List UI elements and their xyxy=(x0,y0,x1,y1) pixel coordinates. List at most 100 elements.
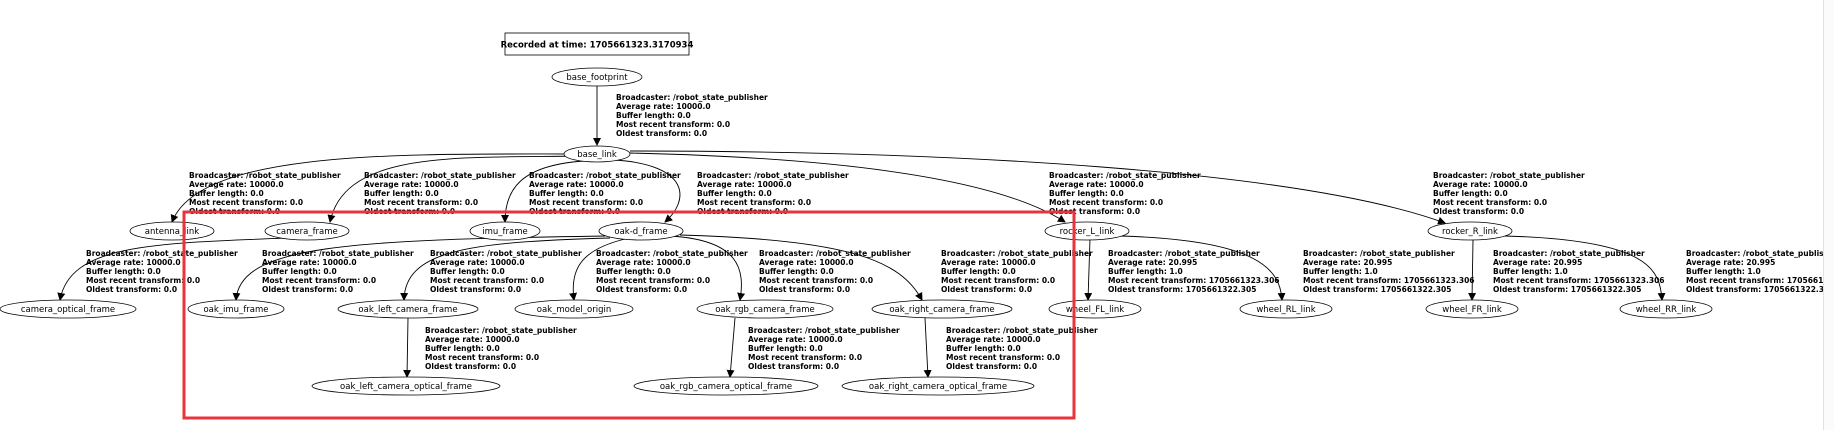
tf-frame-node[interactable]: rocker_R_link xyxy=(1427,221,1513,241)
tf-frame-node[interactable]: oak_model_origin xyxy=(514,299,634,319)
node-ellipse[interactable] xyxy=(1427,221,1513,241)
tf-frame-node[interactable]: imu_frame xyxy=(469,221,541,241)
node-ellipse[interactable] xyxy=(1619,299,1713,319)
edge-info-line: Oldest transform: 0.0 xyxy=(941,285,1032,294)
tf-frame-node[interactable]: rocker_L_link xyxy=(1044,221,1130,241)
tf-frame-node[interactable]: wheel_FL_link xyxy=(1048,299,1142,319)
tf-frame-node[interactable]: oak-d_frame xyxy=(598,221,684,241)
edge-arrow xyxy=(400,237,611,301)
node-ellipse[interactable] xyxy=(696,299,834,319)
edge-info-line: Broadcaster: /robot_state_publisher xyxy=(697,171,849,180)
edge-info-line: Broadcaster: /robot_state_publisher xyxy=(1049,171,1201,180)
node-ellipse[interactable] xyxy=(841,376,1035,396)
edge-info-line: Most recent transform: 0.0 xyxy=(1049,198,1163,207)
tf-frame-node[interactable]: wheel_RR_link xyxy=(1619,299,1713,319)
tf-frame-node[interactable]: base_footprint xyxy=(551,67,643,87)
tf-frame-node[interactable]: oak_imu_frame xyxy=(187,299,285,319)
node-label: wheel_RR_link xyxy=(1636,305,1697,315)
highlight-box xyxy=(182,210,1076,420)
node-label: rocker_L_link xyxy=(1060,227,1115,237)
edge-info-line: Oldest transform: 0.0 xyxy=(1049,207,1140,216)
node-ellipse[interactable] xyxy=(871,299,1013,319)
recording-timestamp: Recorded at time: 1705661323.3170934 xyxy=(501,41,694,51)
node-ellipse[interactable] xyxy=(633,376,819,396)
edge-info-line: Oldest transform: 0.0 xyxy=(262,285,353,294)
edge-info-line: Buffer length: 1.0 xyxy=(1493,267,1568,276)
node-ellipse[interactable] xyxy=(1425,299,1519,319)
edge-info-line: Most recent transform: 0.0 xyxy=(529,198,643,207)
node-ellipse[interactable] xyxy=(1044,221,1130,241)
tf-frame-node[interactable]: oak_rgb_camera_optical_frame xyxy=(633,376,819,396)
edge-arrow xyxy=(1119,235,1286,301)
node-label: antenna_link xyxy=(145,227,200,237)
edge-info-line: Buffer length: 0.0 xyxy=(616,111,691,120)
edge-info-line: Broadcaster: /robot_state_publisher xyxy=(748,326,900,335)
node-ellipse[interactable] xyxy=(264,221,350,241)
node-ellipse[interactable] xyxy=(187,299,285,319)
edge-info-line: Broadcaster: /robot_state_publisher xyxy=(1108,249,1260,258)
node-label: base_footprint xyxy=(566,73,628,83)
edge-arrow xyxy=(1084,238,1093,301)
node-ellipse[interactable] xyxy=(563,145,631,163)
edge-info-line: Oldest transform: 1705661322.305 xyxy=(1686,285,1834,294)
edge-info-line: Oldest transform: 0.0 xyxy=(616,129,707,138)
tf-frame-node[interactable]: wheel_RL_link xyxy=(1239,299,1333,319)
tf-frame-node[interactable]: oak_rgb_camera_frame xyxy=(696,299,834,319)
edge-info-line: Buffer length: 0.0 xyxy=(189,189,264,198)
tf-frame-node[interactable]: antenna_link xyxy=(129,221,215,241)
edge-info-line: Buffer length: 0.0 xyxy=(941,267,1016,276)
node-ellipse[interactable] xyxy=(129,221,215,241)
edge-info-line: Buffer length: 0.0 xyxy=(596,267,671,276)
node-ellipse[interactable] xyxy=(1048,299,1142,319)
tf-frame-node[interactable]: oak_right_camera_optical_frame xyxy=(841,376,1035,396)
node-ellipse[interactable] xyxy=(551,67,643,87)
edge-info-line: Buffer length: 0.0 xyxy=(1433,189,1508,198)
edge-info-line: Most recent transform: 0.0 xyxy=(1433,198,1547,207)
tf-frame-node[interactable]: wheel_FR_link xyxy=(1425,299,1519,319)
node-ellipse[interactable] xyxy=(514,299,634,319)
tf-frame-node[interactable]: camera_optical_frame xyxy=(0,299,137,319)
edge-info-line: Most recent transform: 0.0 xyxy=(86,276,200,285)
node-ellipse[interactable] xyxy=(0,299,137,319)
edge-info-line: Average rate: 10000.0 xyxy=(1049,180,1144,189)
node-ellipse[interactable] xyxy=(311,376,501,396)
tf-frame-node[interactable]: oak_left_camera_frame xyxy=(337,299,479,319)
node-label: imu_frame xyxy=(482,227,527,237)
edge-arrow xyxy=(669,235,746,301)
tf-frame-node[interactable]: oak_left_camera_optical_frame xyxy=(311,376,501,396)
node-ellipse[interactable] xyxy=(469,221,541,241)
edge-info-line: Buffer length: 0.0 xyxy=(425,344,500,353)
edge-info-line: Average rate: 20.995 xyxy=(1493,258,1582,267)
edge-info-line: Broadcaster: /robot_state_publisher xyxy=(1493,249,1645,258)
tf-frame-node[interactable]: camera_frame xyxy=(264,221,350,241)
node-label: oak_model_origin xyxy=(537,305,612,315)
edge-arrow xyxy=(1468,239,1477,301)
vertical-scrollbar[interactable] xyxy=(1823,0,1834,430)
edge-info-line: Most recent transform: 0.0 xyxy=(596,276,710,285)
edge-arrow xyxy=(614,159,681,223)
node-ellipse[interactable] xyxy=(337,299,479,319)
edge-info-line: Average rate: 10000.0 xyxy=(941,258,1036,267)
tf-frame-node[interactable]: base_link xyxy=(563,145,631,163)
edge-info-line: Oldest transform: 0.0 xyxy=(596,285,687,294)
tf-frame-node[interactable]: oak_right_camera_frame xyxy=(871,299,1013,319)
node-label: wheel_FL_link xyxy=(1066,305,1124,315)
node-ellipse[interactable] xyxy=(598,221,684,241)
node-ellipse[interactable] xyxy=(1239,299,1333,319)
node-label: camera_optical_frame xyxy=(21,305,115,315)
